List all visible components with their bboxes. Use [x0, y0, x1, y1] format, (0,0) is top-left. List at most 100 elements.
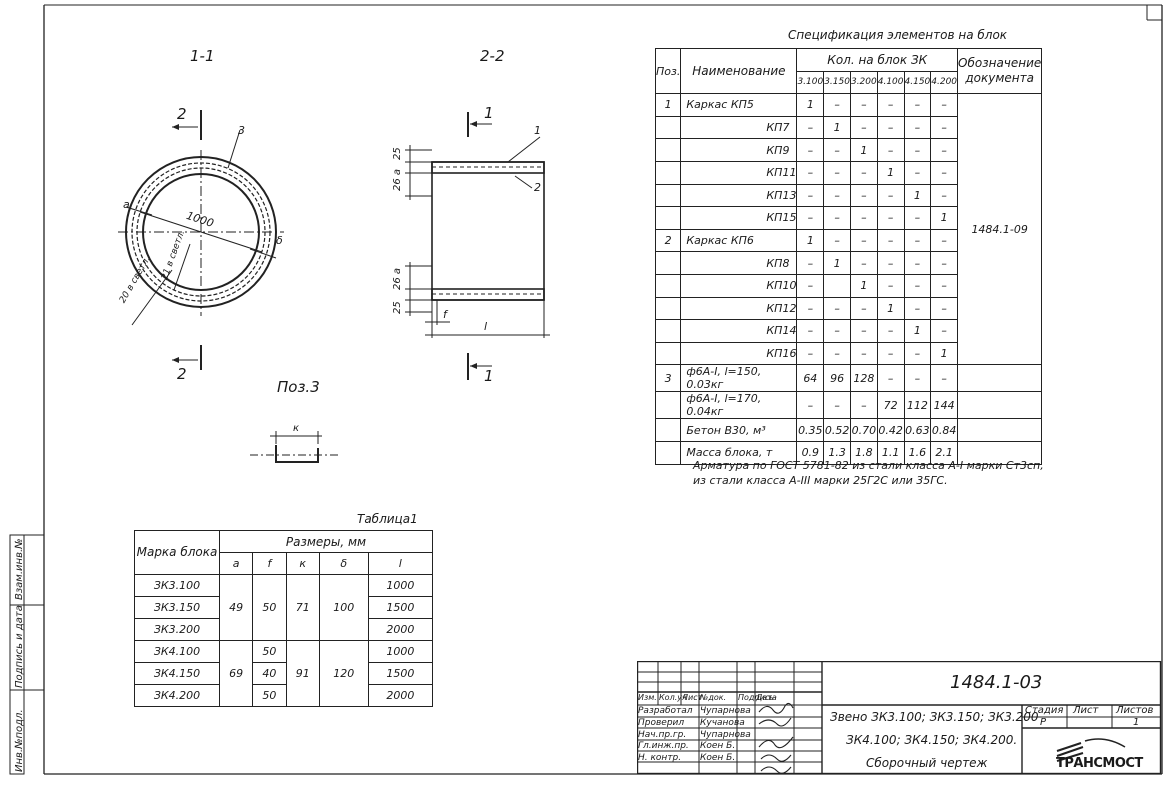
spec-qty: –: [796, 391, 825, 420]
section-1-1-label: 1-1: [190, 47, 215, 65]
spec-qty: –: [930, 273, 959, 298]
table1-l: 1500: [367, 596, 434, 619]
spec-row: КП15–––––1: [654, 206, 1042, 230]
spec-row: КП12–––1––: [654, 296, 1042, 321]
spec-qty: –: [849, 115, 878, 140]
spec-pos: [654, 418, 682, 442]
spec-qty: [823, 273, 851, 298]
table1-f: [252, 618, 287, 641]
spec-qty: –: [796, 115, 825, 140]
spec-qty: 1.8: [849, 440, 878, 465]
pos3-label: Поз.3: [277, 378, 320, 396]
spec-qty-col: 4.200: [930, 70, 959, 95]
spec-qty: 0.63: [903, 418, 932, 442]
sheets-value: 1: [1133, 717, 1140, 728]
spec-row: КП13––––1–: [654, 183, 1042, 208]
table1-a: 69: [218, 640, 254, 707]
table1-subcol: f: [252, 552, 287, 575]
spec-name: ф6А-I, l=170, 0.04кг: [680, 391, 798, 420]
table1-k: 71: [285, 574, 320, 641]
spec-doc-empty: [957, 440, 1043, 465]
spec-pos: [654, 251, 682, 275]
table1-mark: ЗК4.200: [134, 684, 220, 707]
spec-qty: –: [849, 183, 878, 208]
company-name: ТРАНСМОСТ: [1056, 756, 1143, 771]
spec-qty: –: [903, 93, 932, 117]
spec-qty: –: [823, 391, 851, 420]
spec-name: Каркас КП6: [680, 228, 798, 253]
title-block-person: Коен Б.: [700, 753, 736, 763]
spec-pos: [654, 206, 682, 230]
spec-row: КП9––1–––: [654, 138, 1042, 162]
table1-caption: Таблица1: [357, 512, 418, 526]
spec-qty: –: [903, 341, 932, 366]
spec-qty: –: [796, 296, 825, 321]
spec-qty: –: [876, 273, 905, 298]
stage-value: Р: [1040, 717, 1047, 728]
spec-doc-ref: 1484.1-09: [957, 93, 1043, 366]
spec-col-doc: Обозначение документа: [957, 47, 1043, 95]
spec-qty: –: [849, 206, 878, 230]
spec-qty: –: [823, 183, 851, 208]
table1-mark: ЗК3.100: [134, 574, 220, 597]
spec-qty: 1: [903, 183, 932, 208]
spec-qty: –: [823, 93, 851, 117]
spec-qty: –: [930, 251, 959, 275]
spec-qty: –: [876, 206, 905, 230]
leader-3-label: 3: [238, 124, 245, 137]
table1-col-mark: Марка блока: [134, 530, 220, 575]
spec-pos: [654, 319, 682, 343]
title-block-header-cell: Лист: [682, 693, 703, 702]
spec-qty: 64: [796, 364, 825, 393]
spec-pos: [654, 183, 682, 208]
spec-qty: 1: [796, 228, 825, 253]
spec-qty: –: [903, 138, 932, 162]
spec-col-pos: Поз.: [654, 47, 682, 95]
title-block-header-cell: Подпись: [738, 693, 774, 702]
dim-25-bottom: 25: [392, 301, 403, 314]
table1-l: 2000: [367, 684, 434, 707]
spec-row: КП8–1––––: [654, 251, 1042, 275]
stamp-inv-orig: Инв.№подл.: [14, 709, 25, 772]
cut-mark-2-bottom: 2: [177, 365, 187, 383]
spec-name: КП15: [680, 206, 798, 230]
cut-mark-1-top: 1: [484, 104, 494, 122]
spec-qty: –: [903, 251, 932, 275]
spec-name: КП8: [680, 251, 798, 275]
stamp-sign-date: Подпись и дата: [14, 605, 25, 688]
table1-mark: ЗК4.150: [134, 662, 220, 685]
title-block-header-cell: Дата: [756, 693, 777, 702]
spec-qty: 1: [823, 115, 851, 140]
dim-26a-top: 26 а: [392, 168, 403, 191]
spec-qty: 0.70: [849, 418, 878, 442]
ring-section-drawing: [118, 110, 284, 370]
table1-a: 49: [218, 574, 254, 641]
spec-qty: –: [849, 391, 878, 420]
title-block-header-cell: Изм.: [638, 693, 657, 702]
spec-qty: –: [930, 364, 959, 393]
title-block-role: Нач.пр.гр.: [638, 730, 687, 740]
spec-name: КП14: [680, 319, 798, 343]
spec-qty: –: [930, 138, 959, 162]
spec-qty: –: [876, 364, 905, 393]
spec-qty-col: 3.100: [796, 70, 825, 95]
spec-row: КП10–1–––: [654, 273, 1042, 298]
spec-pos: [654, 273, 682, 298]
side-section-drawing: [405, 112, 550, 380]
spec-qty: –: [903, 296, 932, 321]
spec-qty: –: [823, 138, 851, 162]
spec-qty: 128: [849, 364, 878, 393]
spec-name: КП9: [680, 138, 798, 162]
spec-qty: 0.35: [796, 418, 825, 442]
title-block-header-cell: Кол.уч: [659, 693, 687, 702]
company-logo-mark: [1056, 738, 1126, 762]
spec-qty: 1: [823, 251, 851, 275]
spec-name: КП12: [680, 296, 798, 321]
title-block-role: Разработал: [638, 706, 693, 716]
